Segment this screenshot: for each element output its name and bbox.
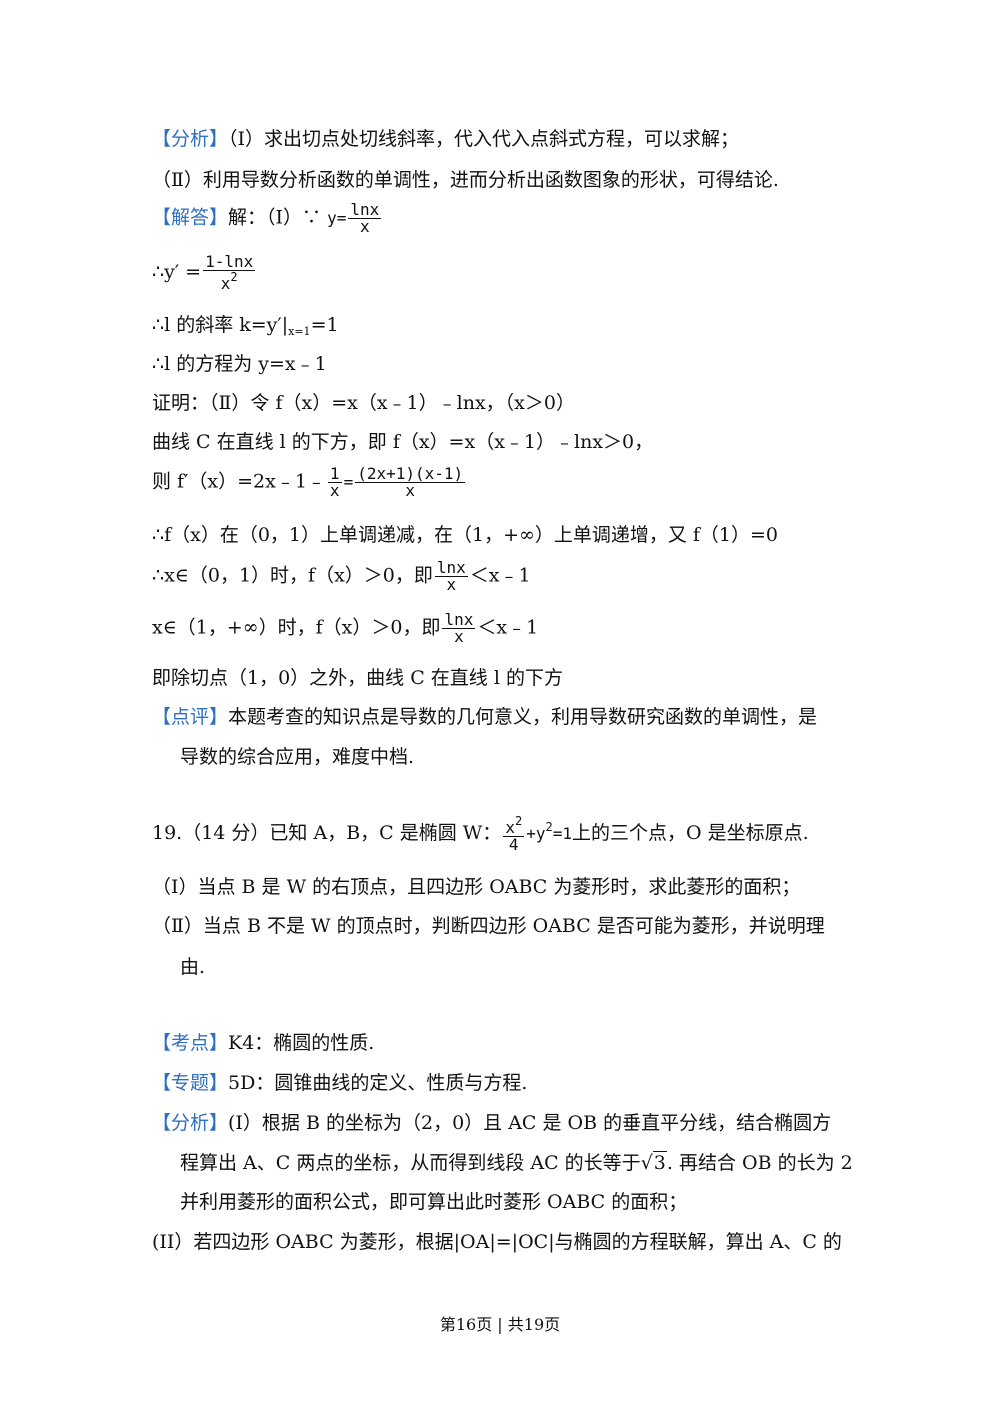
fraction-numerator: x2 (503, 815, 524, 836)
comment-text-2: 导数的综合应用，难度中档. (180, 746, 415, 768)
analysis-text-1: （Ⅰ）求出切点处切线斜率，代入代入点斜式方程，可以求解； (228, 128, 740, 150)
y-eq: y= (327, 208, 347, 228)
fenxi-line-1: 【分析】(I）根据 B 的坐标为（2，0）且 AC 是 OB 的垂直平分线，结合… (152, 1114, 831, 1133)
case-tail: ＜x﹣1 (477, 616, 539, 639)
slope-text: ∴l 的斜率 k=y′| (152, 314, 289, 336)
sqrt-radicand: 3 (652, 1151, 667, 1174)
line-equation: ∴l 的方程为 y=x﹣1 (152, 353, 327, 375)
fraction-denominator: x (348, 218, 382, 235)
fraction-denominator: 4 (503, 836, 525, 853)
fenxi-text-3: 并利用菱形的面积公式，即可算出此时菱形 OABC 的面积； (180, 1191, 688, 1213)
x-base: x (220, 274, 231, 293)
equals-one: =1 (552, 824, 572, 843)
comment-line-1: 【点评】本题考查的知识点是导数的几何意义，利用导数研究函数的单调性，是 (152, 708, 817, 727)
zhuanti-line: 【专题】5D：圆锥曲线的定义、性质与方程. (152, 1074, 527, 1093)
analysis-text-2: （Ⅱ）利用导数分析函数的单调性，进而分析出函数图象的形状，可得结论. (152, 169, 779, 191)
sqrt-3: √3 (640, 1151, 667, 1174)
q19-part-i: （Ⅰ）当点 B 是 W 的右顶点，且四边形 OABC 为菱形时，求此菱形的面积； (152, 876, 801, 898)
fenxi-text-2b: . 再结合 OB 的长为 2 (666, 1152, 853, 1174)
fenxi-tag: 【分析】 (152, 1112, 229, 1134)
kaodian-tag: 【考点】 (152, 1032, 229, 1054)
fenxi-line-2: 程算出 A、C 两点的坐标，从而得到线段 AC 的长等于√3. 再结合 OB 的… (180, 1151, 853, 1174)
fraction-numerator: lnx (350, 200, 380, 219)
zhuanti-tag: 【专题】 (152, 1072, 229, 1094)
fraction-numerator: lnx (436, 558, 466, 577)
fraction-denominator: x (327, 481, 342, 500)
comment-tag: 【点评】 (152, 706, 229, 728)
analysis-tag: 【分析】 (152, 128, 229, 150)
fprime-text: 则 f′（x）=2x﹣1﹣ (152, 470, 326, 493)
slope-line: ∴l 的斜率 k=y′|x=1=1 (152, 314, 339, 338)
exponent: 2 (230, 270, 238, 284)
y-exponent: 2 (545, 820, 553, 834)
q19-part-ii-a: （Ⅱ）当点 B 不是 W 的顶点时，判断四边形 OABC 是否可能为菱形，并说明… (152, 915, 825, 937)
q19-part-ii-b: 由. (180, 956, 206, 978)
case-tail: ＜x﹣1 (469, 564, 531, 587)
comment-text-1: 本题考查的知识点是导数的几何意义，利用导数研究函数的单调性，是 (228, 706, 818, 728)
fraction-denominator: x (442, 628, 476, 645)
q19-stem-a: 19.（14 分）已知 A，B，C 是椭圆 W： (152, 822, 502, 844)
zhuanti-text: 5D：圆锥曲线的定义、性质与方程. (228, 1072, 528, 1094)
fraction-denominator: x (434, 576, 468, 593)
equals-sign: = (343, 472, 354, 492)
plus-y: +y (526, 824, 546, 843)
fraction-product: (2x+1)(x-1)x (355, 464, 466, 499)
case-2-text: x∈（1，+∞）时，f（x）＞0，即 (152, 616, 441, 639)
curve-below: 曲线 C 在直线 l 的下方，即 f（x）=x（x﹣1）﹣lnx＞0， (152, 431, 654, 453)
fenxi-text-2a: 程算出 A、C 两点的坐标，从而得到线段 AC 的长等于 (180, 1152, 641, 1174)
fraction-denominator: x2 (203, 270, 256, 293)
kaodian-text: K4：椭圆的性质. (228, 1032, 375, 1054)
exponent: 2 (514, 814, 523, 828)
fraction-denominator: x (355, 482, 466, 499)
kaodian-line: 【考点】K4：椭圆的性质. (152, 1034, 374, 1053)
yprime-label: ∴y′ = (152, 261, 202, 283)
slope-subscript: x=1 (288, 325, 311, 338)
monotonic-line: ∴f（x）在（0，1）上单调递减，在（1，+∞）上单调递增，又 f（1）=0 (152, 524, 779, 546)
case-1-text: ∴x∈（0，1）时，f（x）＞0，即 (152, 564, 433, 587)
x-base: x (505, 818, 515, 837)
fenxi-text-1: (I）根据 B 的坐标为（2，0）且 AC 是 OB 的垂直平分线，结合椭圆方 (228, 1112, 832, 1134)
fraction-numerator: 1 (329, 464, 340, 483)
fenxi-text-4: (II）若四边形 OABC 为菱形，根据|OA|=|OC|与椭圆的方程联解，算出… (152, 1231, 842, 1253)
fraction-numerator: lnx (444, 610, 474, 629)
fraction-numerator: 1-lnx (205, 252, 254, 271)
answer-tag: 【解答】 (152, 206, 229, 229)
analysis-line-1: 【分析】（Ⅰ）求出切点处切线斜率，代入代入点斜式方程，可以求解； (152, 130, 739, 149)
fraction-numerator: (2x+1)(x-1) (357, 464, 464, 483)
conclusion-line: 即除切点（1，0）之外，曲线 C 在直线 l 的下方 (152, 667, 563, 689)
slope-value: =1 (310, 314, 339, 336)
answer-intro: 解：（Ⅰ）∵ (228, 206, 322, 229)
q19-stem-b: 上的三个点，O 是坐标原点. (571, 822, 809, 844)
proof-intro: 证明：（Ⅱ）令 f（x）=x（x﹣1）﹣lnx，（x＞0） (152, 392, 575, 414)
page-footer: 第16页 | 共19页 (439, 1315, 561, 1334)
